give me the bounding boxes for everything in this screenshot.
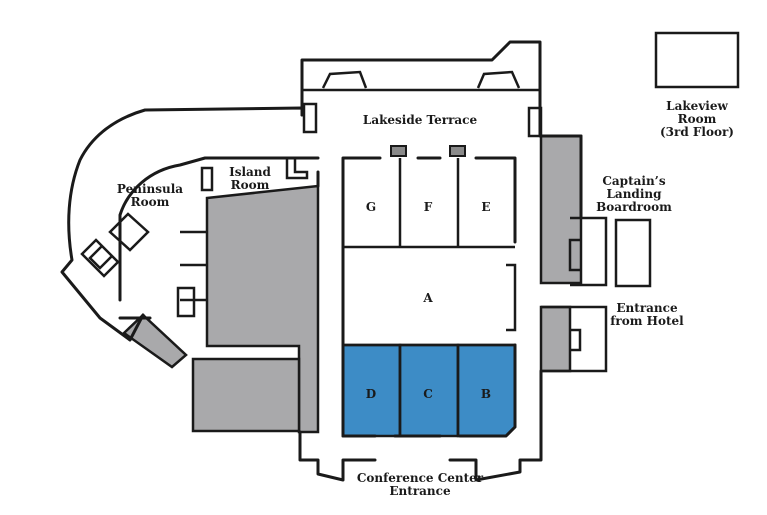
captains-landing-label-2: Landing [606, 187, 662, 201]
section-g-label: G [366, 200, 376, 214]
captains-landing-label-1: Captain’s [602, 174, 665, 188]
partition-tab-1 [390, 145, 407, 157]
peninsula-stair [80, 238, 120, 278]
service-area-east-lower [539, 305, 572, 373]
section-d-label: D [366, 387, 376, 401]
west-wing-inner [118, 156, 320, 320]
west-small-box [176, 286, 196, 318]
terrace-post-left [302, 102, 318, 134]
island-room-door [285, 158, 309, 180]
service-area-southwest [191, 357, 301, 433]
section-a-east-door [506, 263, 517, 332]
west-wing-outline [60, 106, 304, 342]
peninsula-room-label-2: Room [131, 195, 170, 209]
terrace-post-right [527, 106, 543, 138]
island-room-label-2: Room [231, 178, 270, 192]
lakeside-terrace-label: Lakeside Terrace [363, 113, 478, 127]
section-e-label: E [481, 200, 490, 214]
section-c-label: C [423, 387, 433, 401]
conference-entrance-label-1: Conference Center [357, 471, 484, 485]
hotel-entrance-walls [541, 305, 608, 373]
north-alcove-left [321, 70, 368, 89]
captains-landing-boardroom[interactable] [614, 218, 652, 288]
island-room-label-1: Island [229, 165, 271, 179]
lakeview-room-label-3: (3rd Floor) [660, 125, 734, 139]
partition-tab-2 [449, 145, 466, 157]
lakeview-room-box[interactable] [654, 31, 740, 89]
service-area-west-diagonal [122, 313, 188, 369]
service-area-east-upper [539, 134, 583, 285]
section-b-label: B [481, 387, 491, 401]
ballroom-outline [341, 156, 517, 438]
section-a-label: A [422, 291, 433, 305]
peninsula-room-label-1: Peninsula [117, 182, 183, 196]
entrance-hotel-label-2: from Hotel [610, 314, 684, 328]
north-alcove-right [476, 70, 521, 89]
island-room-post [200, 166, 214, 192]
section-f-label: F [424, 200, 433, 214]
captains-landing-walls [568, 216, 608, 287]
conference-entrance-label-2: Entrance [389, 484, 451, 498]
lakeview-room-label-1: Lakeview [666, 99, 728, 113]
peninsula-box [108, 212, 150, 252]
lakeview-room-label-2: Room [678, 112, 717, 126]
captains-landing-label-3: Boardroom [596, 200, 672, 214]
building-outer-wall [298, 40, 583, 482]
entrance-hotel-label-1: Entrance [616, 301, 678, 315]
